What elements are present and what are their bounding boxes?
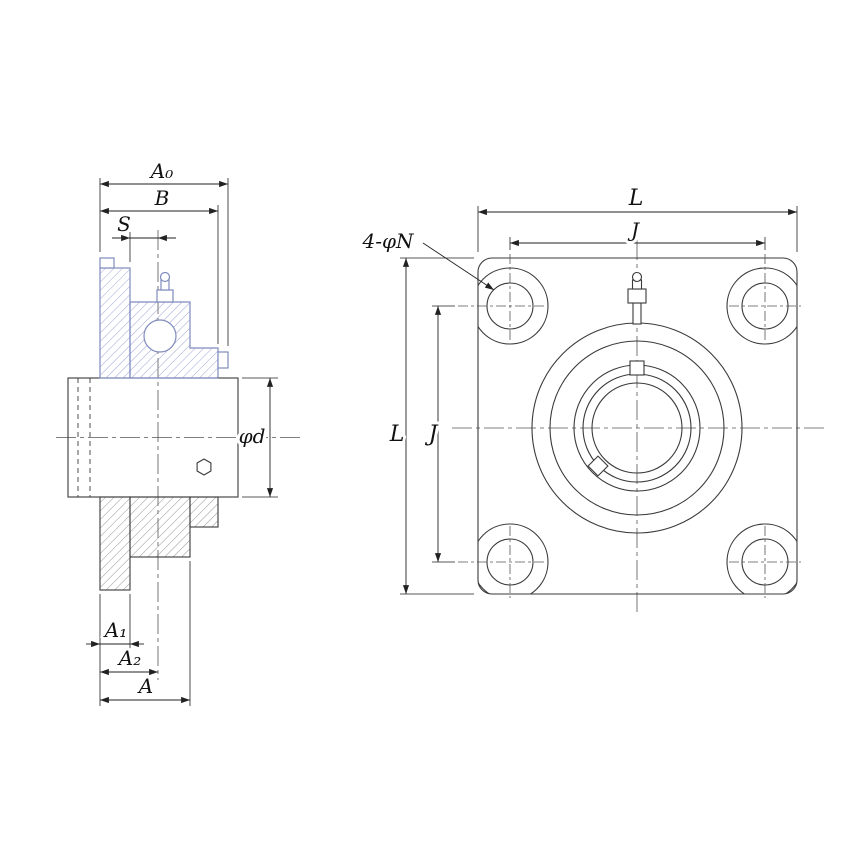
dim-label-a: A — [137, 674, 153, 698]
front-view-dimensions: L J L J 4-φN — [359, 183, 798, 595]
dim-label-b: B — [154, 186, 170, 210]
flange-plate-lower-section — [99, 496, 131, 591]
dim-label-a2: A₂ — [117, 646, 141, 670]
dim-label-s: S — [117, 212, 131, 236]
dim-label-j-side: J — [425, 422, 439, 447]
bearing-ball — [143, 319, 177, 353]
dim-label-l-side: L — [389, 422, 405, 447]
grease-fitting-side — [156, 271, 174, 303]
set-screw-front-side — [587, 455, 609, 477]
set-screw-front-top — [629, 360, 645, 376]
flange-step — [99, 257, 115, 269]
bolt-holes — [458, 254, 801, 598]
outer-ring-od-circle — [549, 340, 725, 516]
dim-label-a0: A₀ — [149, 159, 173, 183]
bore-circle — [591, 382, 683, 474]
housing-boss-lower-section — [129, 496, 191, 558]
flange-square-outline — [477, 257, 798, 595]
side-section-view: A₀ B S φd A₁ A₂ — [56, 156, 300, 706]
dim-label-j-top: J — [627, 218, 640, 242]
grease-fitting-front — [627, 271, 647, 325]
side-view-dimensions: A₀ B S φd A₁ A₂ — [86, 156, 278, 706]
dim-label-l-top: L — [628, 186, 644, 211]
upper-section — [99, 257, 229, 379]
inner-ring-extension — [189, 496, 219, 528]
flange-plate-upper-section — [99, 267, 131, 379]
dim-label-phi-d: φd — [239, 424, 266, 448]
bolt-note-label: 4-φN — [362, 229, 415, 253]
lower-section — [99, 458, 219, 591]
set-screw-hex-socket — [196, 458, 212, 476]
set-screw-side — [217, 351, 229, 369]
dim-label-a1: A₁ — [103, 618, 127, 642]
front-view: L J L J 4-φN — [359, 183, 824, 614]
